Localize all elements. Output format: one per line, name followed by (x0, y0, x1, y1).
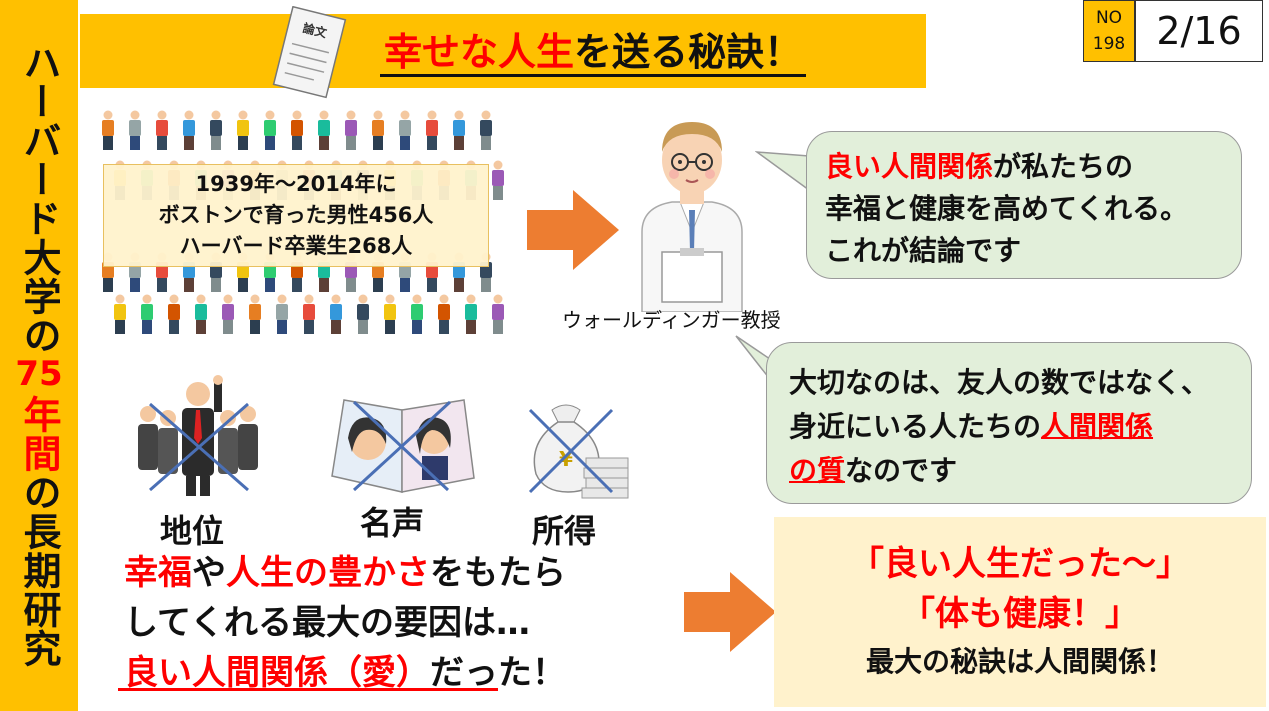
paper-document-icon: 論文 (272, 6, 347, 99)
bubble2-text-2: 身近にいる人たちの (789, 410, 1042, 443)
item-label-income: 所得 (532, 512, 597, 550)
crowd-person (168, 294, 180, 334)
bubble1-text-2: 幸福と健康を高めてくれる。 (825, 192, 1189, 225)
crowd-person (399, 110, 411, 150)
bubble2-text-1: 大切なのは、友人の数ではなく、 (789, 366, 1210, 399)
bubble1-text-3: これが結論です (825, 234, 1022, 267)
bubble1-red-text: 良い人間関係 (825, 150, 994, 183)
sidebar-title-line1: ハーバード大学の (17, 43, 61, 356)
study-line-2: ボストンで育った男性456人 (158, 203, 434, 227)
result-line-1: 「良い人生だった～」 (850, 544, 1190, 584)
crowd-person (492, 160, 504, 200)
study-line-3: ハーバード卒業生268人 (179, 234, 413, 258)
conclusion-line-2: してくれる最大の要因は… (124, 603, 530, 643)
conclusion-text-3: だった！ (430, 653, 566, 693)
speech-bubble-conclusion: 良い人間関係が私たちの 幸福と健康を高めてくれる。 これが結論です (806, 131, 1242, 279)
sidebar-years-number: 75 (15, 354, 63, 395)
slide-number-box: NO 198 (1083, 0, 1135, 62)
crowd-person (195, 294, 207, 334)
crowd-person (426, 110, 438, 150)
item-label-fame: 名声 (360, 504, 425, 542)
bubble2-red-1: 人間関係 (1041, 410, 1154, 443)
conclusion-red-1: 幸福 (124, 553, 192, 593)
conclusion-text-1: や (192, 553, 226, 593)
crowd-person (156, 110, 168, 150)
page-indicator: 2/16 (1135, 0, 1263, 62)
result-line-3: 最大の秘訣は人間関係！ (865, 645, 1174, 678)
crowd-person (141, 294, 153, 334)
crowd-person (237, 110, 249, 150)
page-title: 幸せな人生を送る秘訣！ (380, 30, 807, 77)
crowd-person (129, 110, 141, 150)
result-line-2: 「体も健康！」 (901, 594, 1139, 634)
title-black-part: を送る秘訣！ (574, 30, 803, 74)
crowd-person (291, 110, 303, 150)
crowd-person (183, 110, 195, 150)
money-bag-icon: ¥ (528, 404, 629, 499)
crowd-person (276, 294, 288, 334)
title-red-part: 幸せな人生 (384, 30, 575, 74)
crowd-person (357, 294, 369, 334)
crowd-person (114, 294, 126, 334)
slide-number-label: NO (1095, 8, 1123, 28)
conclusion-red-3: 良い人間関係（愛） (124, 653, 430, 693)
speech-bubble-quality: 大切なのは、友人の数ではなく、 身近にいる人たちの人間関係 の質なのです (766, 342, 1252, 504)
crowd-person (222, 294, 234, 334)
result-box: 「良い人生だった～」 「体も健康！」 最大の秘訣は人間関係！ (774, 517, 1266, 707)
conclusion-red-2: 人生の豊かさ (226, 553, 430, 593)
arrow-right-icon (527, 190, 619, 270)
conclusion-text: 幸福や人生の豊かさをもたら してくれる最大の要因は… 良い人間関係（愛）だった！ (124, 548, 566, 698)
bubble-tail-1 (755, 151, 810, 191)
crowd-person (372, 110, 384, 150)
crowd-person (345, 110, 357, 150)
crowd-person (492, 294, 504, 334)
crowd-person (264, 110, 276, 150)
crowd-person (411, 294, 423, 334)
conclusion-underline (118, 688, 498, 691)
study-line-1: 1939年～2014年に (195, 172, 397, 196)
crowd-person (210, 110, 222, 150)
crowd-person (384, 294, 396, 334)
crowd-person (480, 110, 492, 150)
professor-illustration (641, 122, 743, 312)
crowd-person (465, 294, 477, 334)
magazine-icon (331, 399, 475, 493)
crowd-person (102, 110, 114, 150)
paper-label: 論文 (301, 20, 329, 41)
arrow-right-icon (684, 572, 776, 652)
conclusion-text-2: をもたら (430, 553, 566, 593)
crowd-person (438, 294, 450, 334)
slide-number-value: 198 (1092, 34, 1126, 54)
crowd-person (318, 110, 330, 150)
item-label-status: 地位 (160, 512, 225, 550)
bubble2-red-2: の質 (789, 454, 846, 487)
crowd-person (249, 294, 261, 334)
study-description-box: 1939年～2014年に ボストンで育った男性456人 ハーバード卒業生268人 (103, 164, 489, 267)
business-people-icon (138, 375, 258, 496)
sidebar-title-line2: 年間 (17, 394, 61, 473)
vertical-title-bar: ハーバード大学の 75 年間 の長期研究 (0, 0, 78, 711)
crowd-person (453, 110, 465, 150)
bubble2-text-3: なのです (845, 454, 958, 487)
crowd-person (330, 294, 342, 334)
professor-label: ウォールディンガー教授 (562, 308, 781, 332)
sidebar-title-line3: の長期研究 (17, 472, 61, 668)
crowd-person (303, 294, 315, 334)
bubble1-text-1: が私たちの (993, 150, 1134, 183)
